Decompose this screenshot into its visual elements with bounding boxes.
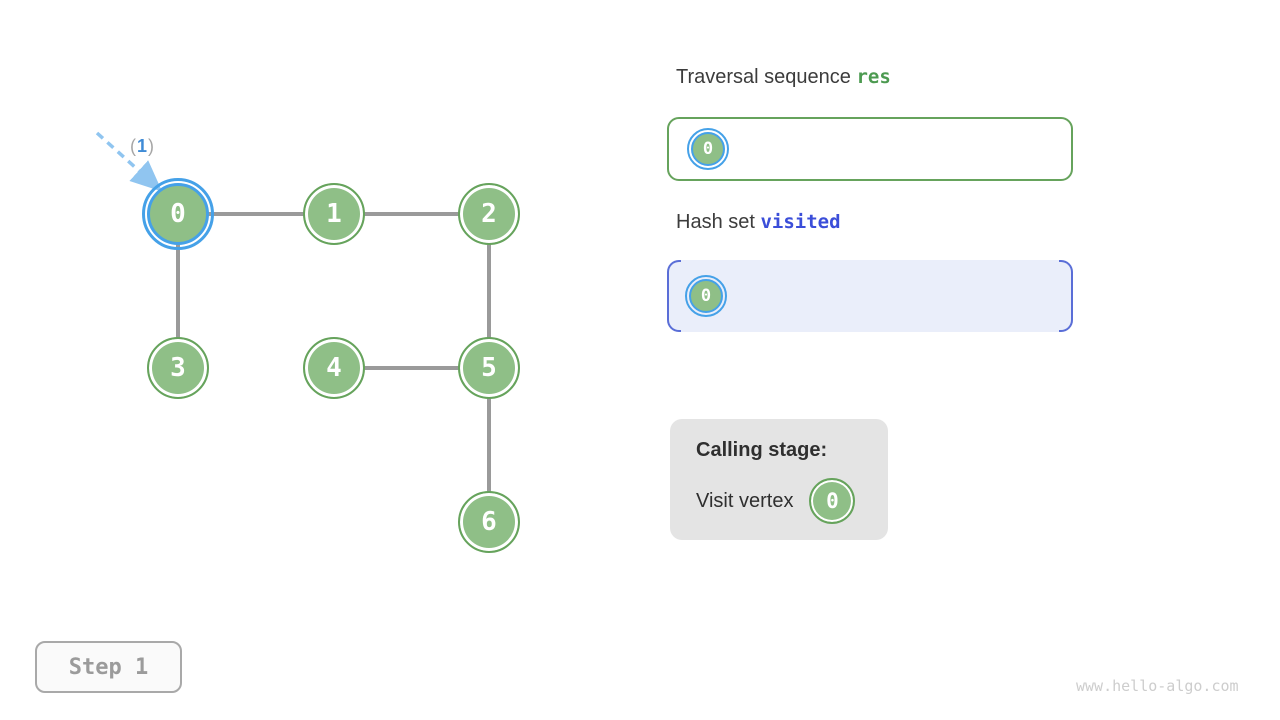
graph-vertex-4: 4 (303, 337, 365, 399)
graph-vertex-3: 3 (147, 337, 209, 399)
calling-stage-line: Visit vertex 0 (696, 478, 862, 524)
calling-stage-vertex-node: 0 (809, 478, 856, 524)
res-code-label: res (856, 66, 891, 88)
step-badge: Step 1 (35, 641, 182, 693)
calling-stage-card: Calling stage: Visit vertex 0 (670, 419, 888, 540)
graph-vertex-1: 1 (303, 183, 365, 245)
watermark: www.hello-algo.com (1076, 677, 1239, 695)
annotation-paren-close: ) (148, 136, 156, 156)
hash-set-title-text: Hash set (676, 211, 761, 233)
traversal-sequence-title: Traversal sequence res (676, 66, 891, 89)
graph-vertex-0: 0 (142, 178, 214, 250)
hash-set-box: 0 (667, 260, 1073, 332)
graph-vertex-6: 6 (458, 491, 520, 553)
graph-edges-layer (95, 131, 491, 522)
visited-code-label: visited (760, 211, 841, 233)
traversal-sequence-box: 0 (667, 117, 1073, 181)
annotation-number: 1 (137, 136, 149, 156)
traversal-title-text: Traversal sequence (676, 66, 857, 88)
graph-vertex-2: 2 (458, 183, 520, 245)
annotation-paren-open: ( (130, 136, 137, 156)
visited-item-0: 0 (685, 275, 727, 317)
hash-set-title: Hash set visited (676, 211, 841, 234)
visit-vertex-label: Visit vertex (696, 489, 794, 512)
recursion-depth-annotation: (1) (130, 136, 155, 157)
res-item-0: 0 (687, 128, 729, 170)
graph-vertex-5: 5 (458, 337, 520, 399)
calling-stage-title: Calling stage: (696, 439, 828, 461)
